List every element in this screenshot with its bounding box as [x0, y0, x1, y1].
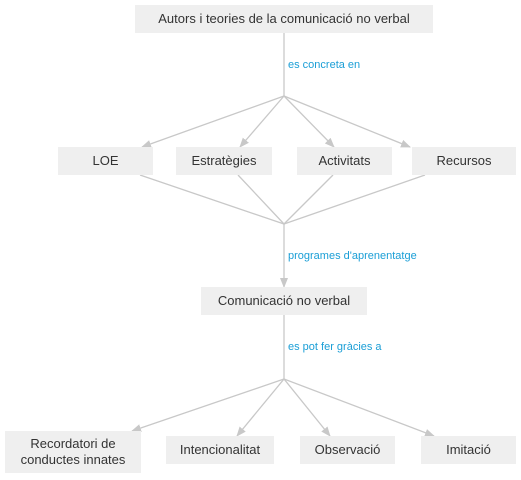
connector-hub1-recursos [283, 95, 411, 148]
node-root[interactable]: Autors i teories de la comunicació no ve… [135, 5, 433, 33]
node-loe[interactable]: LOE [58, 147, 153, 175]
connector-estrategies-hub2 [237, 174, 285, 225]
node-recordatori[interactable]: Recordatori de conductes innates [5, 431, 141, 473]
link-label-programes: programes d'aprenentatge [288, 250, 417, 262]
connector-hub1-loe [141, 95, 285, 148]
node-observacio[interactable]: Observació [300, 436, 395, 464]
connector-hub3-imitacio [283, 378, 435, 437]
connector-hub1-activitats [283, 95, 335, 148]
connector-hub1-estrategies [239, 95, 285, 148]
connector-loe-hub2 [139, 174, 285, 225]
connector-hub3-intencionalitat [236, 378, 285, 437]
node-estrategies[interactable]: Estratègies [176, 147, 272, 175]
node-comunicacio[interactable]: Comunicació no verbal [201, 287, 367, 315]
connector-hub3-observacio [283, 378, 331, 437]
connector-recursos-hub2 [283, 174, 426, 225]
node-recursos[interactable]: Recursos [412, 147, 516, 175]
node-activitats[interactable]: Activitats [297, 147, 392, 175]
link-label-es-pot-fer: es pot fer gràcies a [288, 341, 382, 353]
connector-activitats-hub2 [283, 174, 334, 225]
node-intencionalitat[interactable]: Intencionalitat [166, 436, 274, 464]
link-label-es-concreta-en: es concreta en [288, 59, 361, 71]
connector-hub3-recordatori [131, 378, 285, 432]
node-imitacio[interactable]: Imitació [421, 436, 516, 464]
